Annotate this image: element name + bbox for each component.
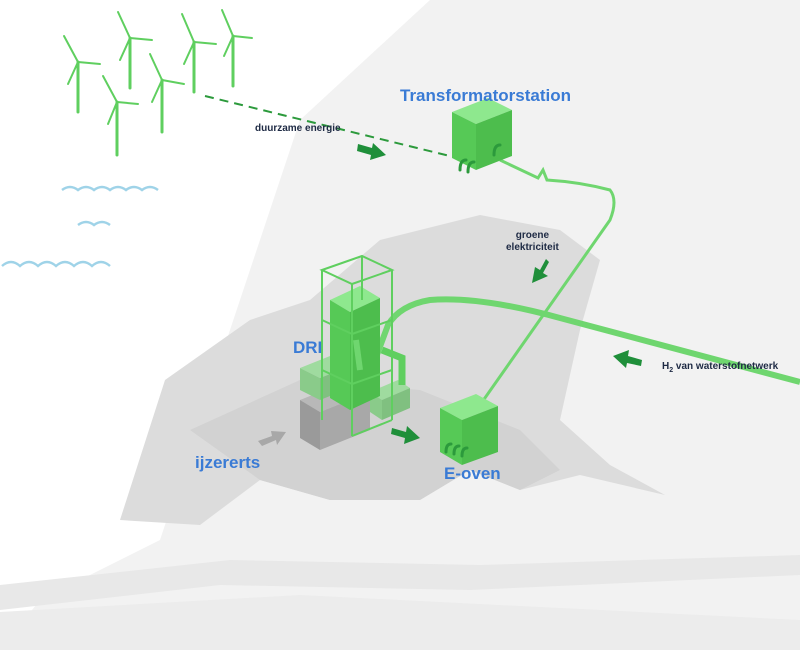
duurzame-energie-label: duurzame energie [255,123,341,134]
wind-turbine-icon [117,11,153,90]
land-edge-shade [0,555,800,610]
groene-elektriciteit-line1: groene [515,230,550,241]
wind-turbine-icon [102,75,139,157]
transformatorstation-box [452,98,512,174]
water-waves [1,185,159,268]
dri-plant [300,254,410,450]
h2-subscript: 2 [669,367,674,374]
wind-turbine-icon [63,35,101,114]
wind-turbine-icon [221,9,253,88]
groene-elektriciteit-arrow [532,259,549,283]
ijzererts-label: ijzererts [195,453,261,472]
wind-turbines [63,9,253,157]
dri-label: DRI [293,338,323,357]
dri-to-e-oven-arrow [391,426,420,444]
e-oven-box [440,394,498,465]
h2-arrow [613,350,642,368]
lower-band [0,595,800,650]
duurzame-energie-line [204,95,459,159]
h2-suffix: van waterstofnetwerk [673,361,779,372]
duurzame-energie-arrow [357,143,386,160]
wind-turbine-icon [181,13,217,94]
h2-prefix: H [662,361,670,372]
e-oven-label: E-oven [444,464,501,483]
waterstof-pipeline [372,296,800,385]
ijzererts-arrow [258,431,286,446]
h2-waterstofnetwerk-label: H2 van waterstofnetwerk [662,361,778,374]
wind-turbine-icon [149,53,185,134]
transformatorstation-label: Transformatorstation [400,86,571,105]
groene-elektriciteit-label: groene elektriciteit [506,230,559,254]
groene-elektriciteit-line [478,158,616,406]
groene-elektriciteit-line2: elektriciteit [506,242,559,253]
